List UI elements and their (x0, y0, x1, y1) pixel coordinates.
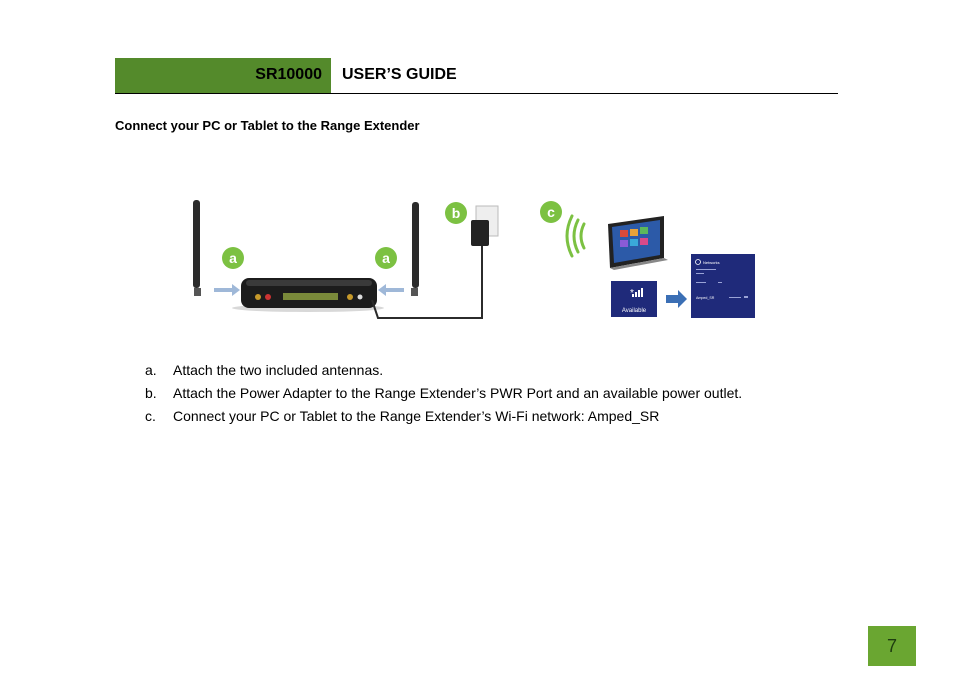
svg-text:b: b (452, 205, 461, 221)
list-item-text: Attach the two included antennas. (173, 362, 383, 379)
range-extender-device (232, 278, 384, 312)
list-item-text: Attach the Power Adapter to the Range Ex… (173, 385, 742, 402)
section-heading: Connect your PC or Tablet to the Range E… (115, 118, 420, 133)
available-label: Available (622, 308, 647, 314)
wifi-signal-icon (567, 216, 584, 256)
power-adapter (471, 206, 498, 246)
callout-b: b (445, 202, 467, 224)
tablet-device (608, 216, 668, 270)
network-panel-title: Networks (703, 260, 720, 265)
arrow-next-icon (666, 290, 687, 308)
wifi-available-tile: * Available (611, 281, 657, 317)
callout-c: c (540, 201, 562, 223)
antenna-left (193, 200, 201, 296)
page-number-badge: 7 (868, 626, 916, 666)
setup-illustration: a a b c * (180, 196, 780, 326)
header-model: SR10000 (255, 66, 322, 84)
arrow-left (378, 284, 404, 296)
network-name: Amped_SR (696, 296, 715, 300)
list-marker: b. (145, 385, 157, 402)
callout-a-left: a (222, 247, 244, 269)
header-divider (115, 93, 838, 94)
list-item-text: Connect your PC or Tablet to the Range E… (173, 408, 659, 425)
svg-text:a: a (229, 250, 237, 266)
list-marker: c. (145, 408, 156, 425)
callout-a-right: a (375, 247, 397, 269)
network-list-panel: Networks Amped_SR (691, 254, 755, 318)
svg-text:*: * (630, 288, 634, 299)
header-model-band: SR10000 (115, 58, 331, 93)
list-marker: a. (145, 362, 157, 379)
page-number: 7 (887, 636, 897, 657)
arrow-right (214, 284, 240, 296)
header-title: USER’S GUIDE (342, 66, 457, 84)
antenna-right (411, 202, 419, 296)
svg-text:c: c (547, 204, 555, 220)
svg-text:a: a (382, 250, 390, 266)
